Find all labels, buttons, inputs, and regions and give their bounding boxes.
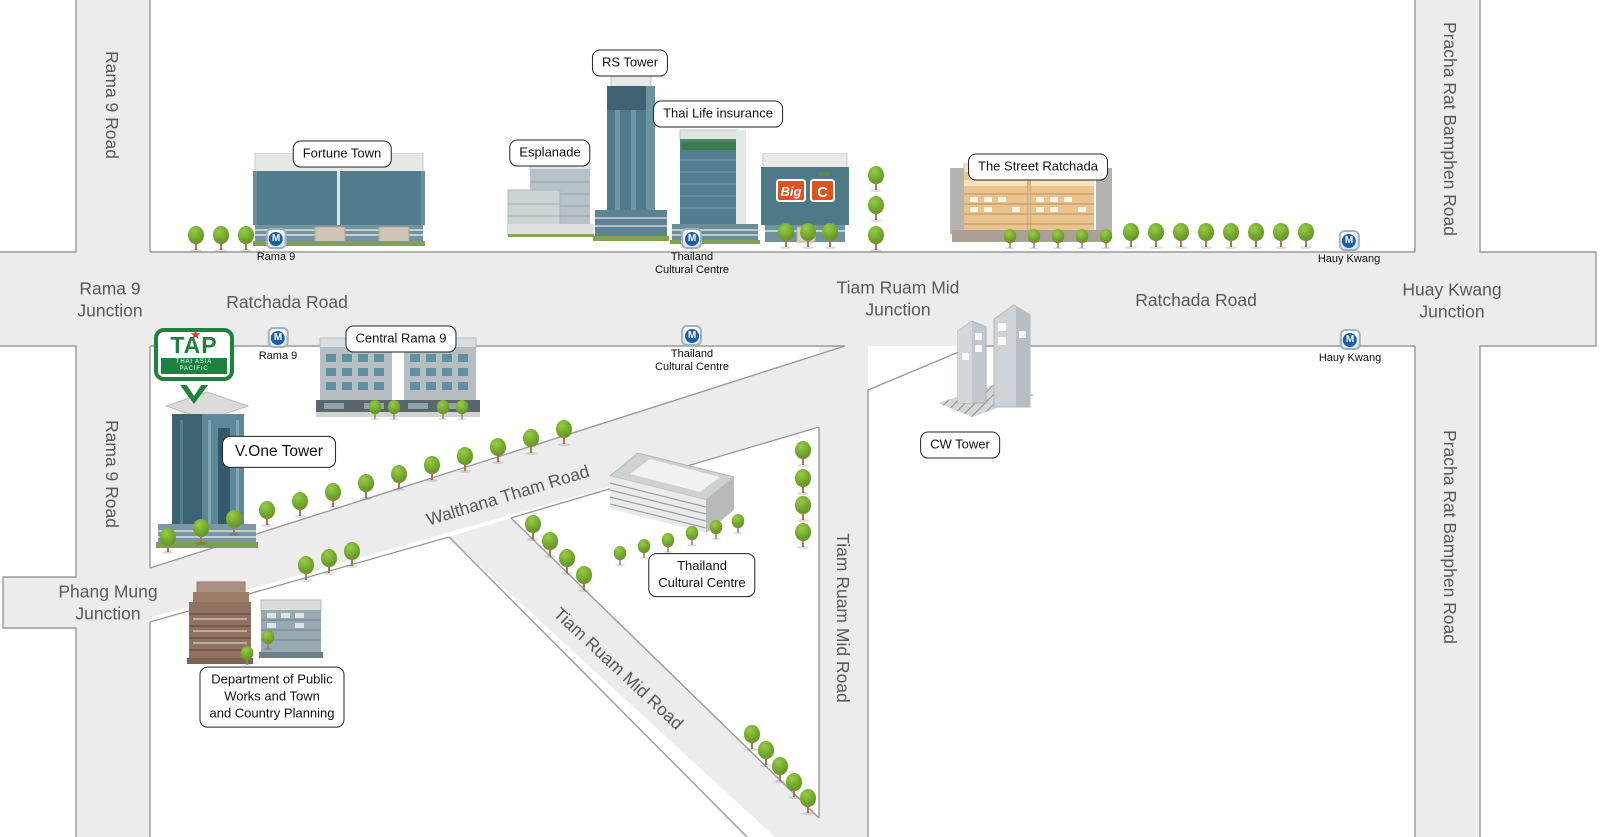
cw-tower-label: CW Tower bbox=[920, 431, 1000, 459]
public-works-label: Department of Public Works and Town and … bbox=[199, 666, 345, 728]
metro-cultural-centre-south: M Thailand Cultural Centre bbox=[655, 325, 729, 373]
vone-tower-building bbox=[156, 391, 258, 548]
road-label-tiam-vertical: Tiam Ruam Mid Road bbox=[832, 533, 853, 703]
junction-label-rama9: Rama 9 Junction bbox=[77, 278, 143, 320]
metro-icon: M bbox=[681, 228, 703, 249]
tap-marker: TAP ★ THAI ASIA PACIFIC bbox=[154, 327, 234, 404]
junction-label-huay-kwang: Huay Kwang Junction bbox=[1402, 279, 1502, 321]
fortune-town-label: Fortune Town bbox=[292, 140, 392, 168]
rs-tower-label: RS Tower bbox=[591, 49, 669, 77]
vone-tower-label: V.One Tower bbox=[222, 435, 336, 469]
esplanade-label: Esplanade bbox=[509, 139, 591, 167]
tap-logo: TAP ★ THAI ASIA PACIFIC bbox=[154, 327, 234, 382]
rs-tower-building bbox=[593, 76, 669, 241]
public-works-building bbox=[187, 581, 323, 664]
metro-icon: M bbox=[681, 325, 703, 346]
cw-tower-building bbox=[938, 304, 1034, 417]
metro-huay-kwang-north: M Hauy Kwang bbox=[1318, 230, 1380, 266]
star-icon: ★ bbox=[189, 327, 202, 342]
road-label-pracha-bottom: Pracha Rat Bamphen Road bbox=[1439, 429, 1460, 645]
road-label-rama9-bottom: Rama 9 Road bbox=[101, 420, 122, 528]
road-label-ratchada-west: Ratchada Road bbox=[226, 292, 348, 313]
big-c-sign-left: Big bbox=[781, 184, 802, 199]
road-label-ratchada-east: Ratchada Road bbox=[1135, 290, 1257, 311]
tap-tagline: THAI ASIA PACIFIC bbox=[161, 358, 227, 375]
metro-icon: M bbox=[1338, 230, 1360, 251]
junction-label-phang-mung: Phang Mung Junction bbox=[58, 581, 158, 623]
metro-rama9-south: M Rama 9 bbox=[259, 327, 297, 363]
metro-rama9-north: M Rama 9 bbox=[257, 228, 295, 264]
cultural-centre-label: Thailand Cultural Centre bbox=[648, 553, 756, 597]
road-label-pracha-top: Pracha Rat Bamphen Road bbox=[1439, 21, 1460, 237]
esplanade-building bbox=[507, 161, 594, 237]
metro-cultural-centre-north: M Thailand Cultural Centre bbox=[655, 228, 729, 276]
junction-label-tiam: Tiam Ruam Mid Junction bbox=[836, 277, 960, 319]
street-ratchada-label: The Street Ratchada bbox=[968, 153, 1108, 181]
metro-icon: M bbox=[1339, 329, 1361, 350]
tap-logo-text: TAP bbox=[170, 332, 218, 358]
big-c-sign-right: C bbox=[817, 184, 828, 201]
thai-life-label: Thai Life insurance bbox=[653, 100, 783, 128]
road-label-rama9-top: Rama 9 Road bbox=[101, 51, 122, 159]
metro-icon: M bbox=[265, 228, 287, 249]
big-c-building: Big C bbox=[761, 153, 849, 243]
central-rama9-label: Central Rama 9 bbox=[345, 325, 457, 353]
cultural-centre-building bbox=[608, 453, 736, 533]
metro-icon: M bbox=[267, 327, 289, 348]
metro-huay-kwang-south: M Hauy Kwang bbox=[1319, 329, 1381, 365]
